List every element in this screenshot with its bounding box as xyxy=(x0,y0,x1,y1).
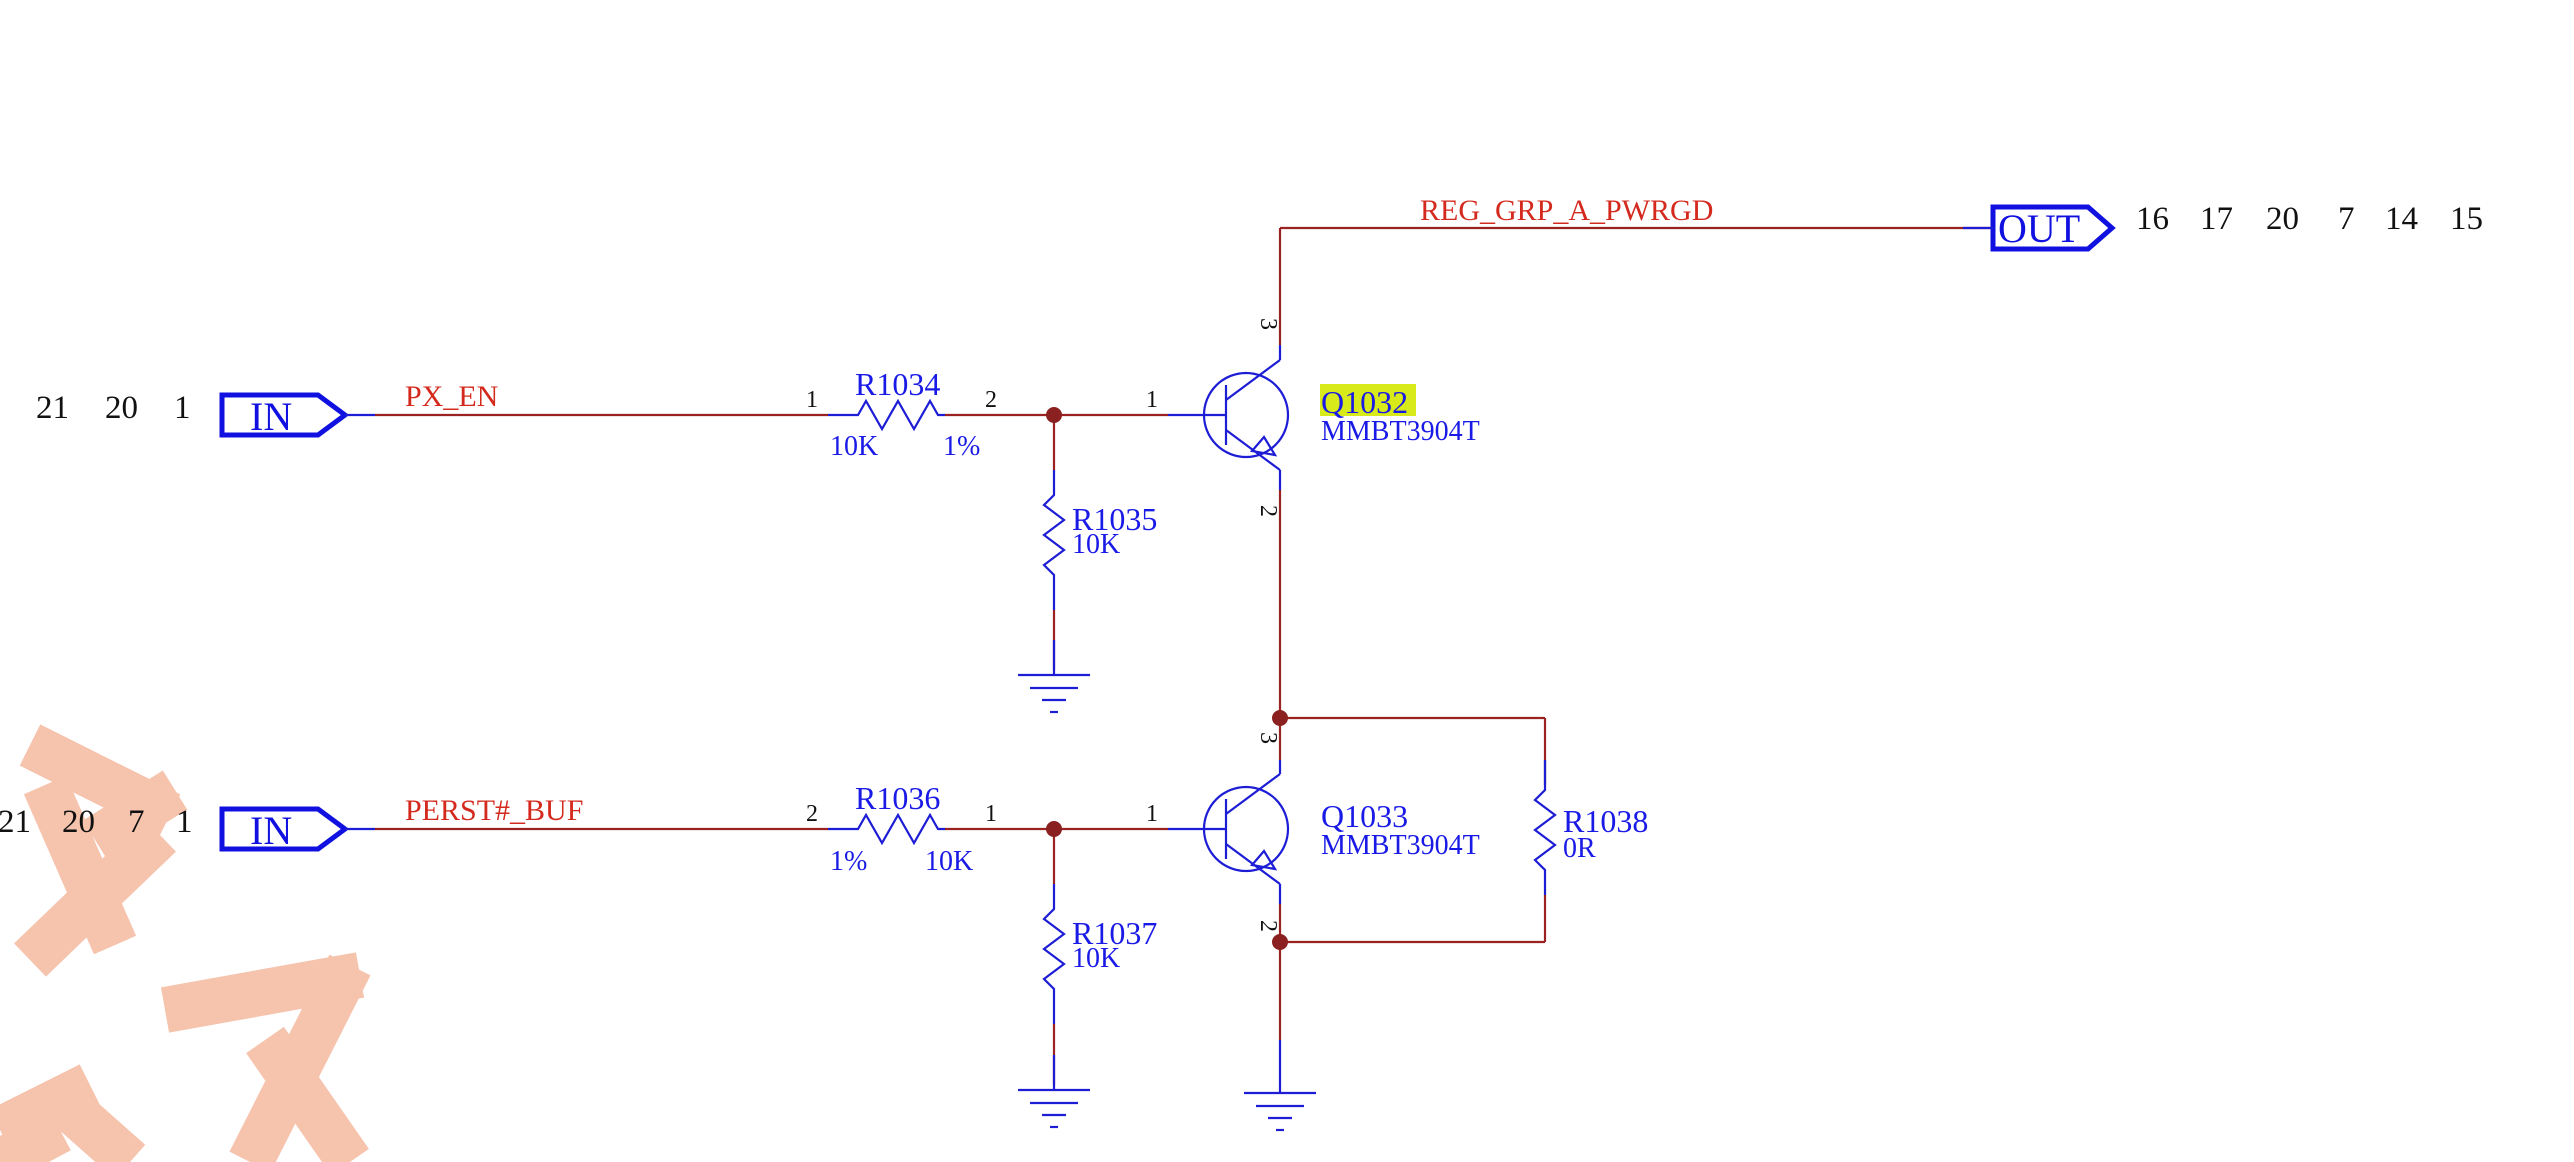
sheet-ref: 20 xyxy=(105,390,138,426)
refdes-r1035: R1035 xyxy=(1072,501,1157,537)
resistor-r1037[interactable] xyxy=(1042,884,1066,1024)
pin-number: 2 xyxy=(1255,920,1281,932)
resistor-r1036[interactable] xyxy=(828,812,945,846)
resistor-r1035[interactable] xyxy=(1042,470,1066,610)
transistor-q1033[interactable] xyxy=(1168,760,1290,904)
port-type-label: OUT xyxy=(1998,206,2080,251)
output-port-reg-grp-a-pwrgd[interactable]: OUT xyxy=(1990,204,2116,252)
tolerance-r1036: 1% xyxy=(830,846,867,877)
selection-highlight xyxy=(1320,384,1416,416)
sheet-ref: 15 xyxy=(2450,201,2483,237)
refdes-r1034: R1034 xyxy=(855,366,940,402)
refdes-r1038: R1038 xyxy=(1563,803,1648,839)
value-r1037: 10K xyxy=(1072,943,1120,974)
sheet-ref: 1 xyxy=(176,804,193,840)
port-type-label: IN xyxy=(250,808,292,853)
junction-dot xyxy=(1272,710,1288,726)
input-port-px-en[interactable]: IN xyxy=(219,392,350,439)
refdes-r1036: R1036 xyxy=(855,780,940,816)
pin-number: 1 xyxy=(1146,387,1158,413)
value-r1038: 0R xyxy=(1563,833,1596,864)
junction-dot xyxy=(1046,407,1062,423)
sheet-ref: 20 xyxy=(2266,201,2299,237)
port-type-label: IN xyxy=(250,394,292,439)
value-r1036: 10K xyxy=(925,846,973,877)
resistor-r1034[interactable] xyxy=(828,398,945,432)
value-r1035: 10K xyxy=(1072,529,1120,560)
sheet-ref: 21 xyxy=(36,390,69,426)
junction-dot xyxy=(1046,821,1062,837)
tolerance-r1034: 1% xyxy=(943,431,980,462)
pin-number: 2 xyxy=(985,387,997,413)
pin-number: 3 xyxy=(1255,318,1281,330)
ground-symbol xyxy=(1018,1055,1090,1129)
sheet-ref: 16 xyxy=(2136,201,2169,237)
pin-stubs xyxy=(345,226,1993,831)
transistor-q1032[interactable] xyxy=(1168,345,1290,490)
sheet-ref: 7 xyxy=(128,804,145,840)
pin-number: 1 xyxy=(1146,801,1158,827)
pin-number: 2 xyxy=(806,801,818,827)
resistor-r1038[interactable] xyxy=(1533,760,1557,895)
ground-symbol xyxy=(1018,640,1090,714)
refdes-q1033: Q1033 xyxy=(1321,798,1408,834)
junction-dot xyxy=(1272,934,1288,950)
sheet-ref: 1 xyxy=(174,390,191,426)
wires xyxy=(375,226,1993,1085)
pin-number: 2 xyxy=(1255,505,1281,517)
net-label-reg-grp-a-pwrgd: REG_GRP_A_PWRGD xyxy=(1420,194,1713,227)
net-label-px-en: PX_EN xyxy=(405,380,498,413)
refdes-r1037: R1037 xyxy=(1072,915,1157,951)
sheet-ref: 14 xyxy=(2385,201,2418,237)
value-r1034: 10K xyxy=(830,431,878,462)
part-q1032: MMBT3904T xyxy=(1321,416,1480,447)
refdes-q1032: Q1032 xyxy=(1321,384,1408,420)
pin-number: 1 xyxy=(985,801,997,827)
input-port-perst-buf[interactable]: IN xyxy=(219,806,350,853)
sheet-ref: 7 xyxy=(2338,201,2355,237)
pin-number: 1 xyxy=(806,387,818,413)
sheet-ref: 20 xyxy=(62,804,95,840)
net-label-perst-buf: PERST#_BUF xyxy=(405,794,583,827)
sheet-ref: 17 xyxy=(2200,201,2233,237)
pin-number: 3 xyxy=(1255,732,1281,744)
part-q1033: MMBT3904T xyxy=(1321,830,1480,861)
ground-symbol xyxy=(1244,1040,1316,1132)
watermark xyxy=(0,724,371,1162)
sheet-ref: 21 xyxy=(0,804,31,840)
